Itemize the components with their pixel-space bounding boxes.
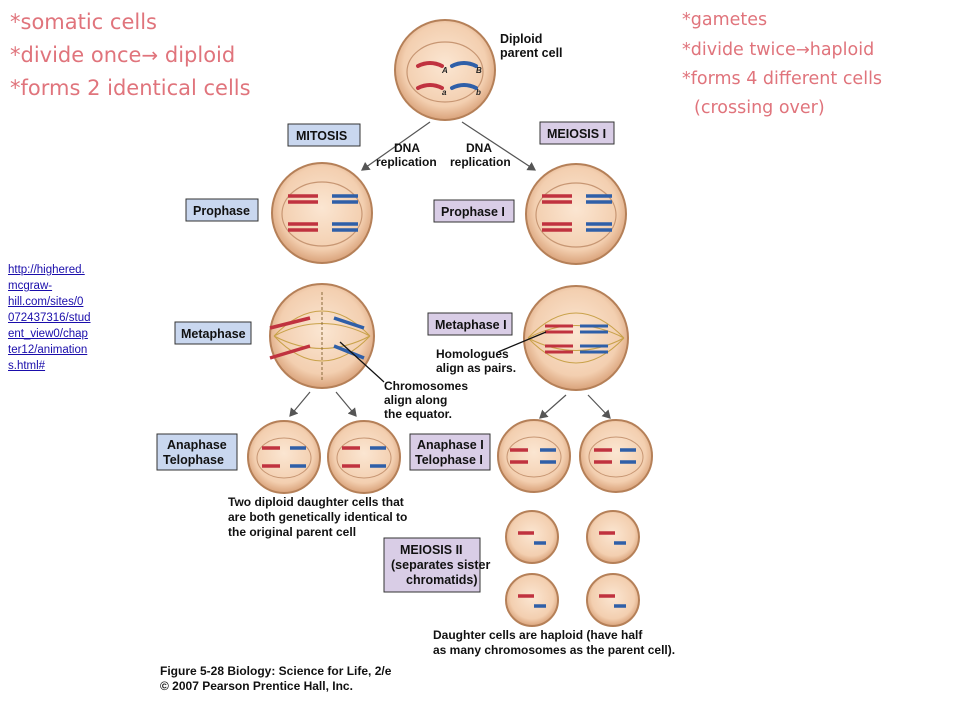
metaphase1-box xyxy=(427,312,513,336)
parent-cell-label: Diploid xyxy=(500,32,542,46)
anaphase-telophase-box xyxy=(156,433,238,471)
right-arrow-icon: → xyxy=(141,43,159,67)
allele-label: a xyxy=(442,88,447,97)
chromosomes-pointer xyxy=(339,341,385,383)
animation-link[interactable]: http://highered. mcgraw- hill.com/sites/… xyxy=(8,264,91,372)
telophase-label: Telophase xyxy=(163,453,224,467)
dna-replication-right: DNA xyxy=(466,141,492,155)
meiosis2-daughter-cell xyxy=(505,573,559,627)
parent-cell-label: parent cell xyxy=(500,46,563,60)
meiosis1-daughter-cell xyxy=(579,419,653,493)
meiosis2-label: MEIOSIS II xyxy=(400,543,463,557)
note-somatic-cells: *somatic cells xyxy=(10,10,157,34)
arrow-to-meiosis xyxy=(461,121,537,171)
allele-label: B xyxy=(476,66,482,75)
prophase1-box xyxy=(433,199,515,223)
metaphase-cell xyxy=(269,283,375,389)
meiosis2-daughter-cell xyxy=(586,573,640,627)
svg-text:the original parent cell: the original parent cell xyxy=(228,525,356,539)
metaphase-box xyxy=(174,321,252,345)
prophase-box xyxy=(185,198,259,222)
metaphase1-label: Metaphase I xyxy=(435,318,507,332)
meiosis2-box xyxy=(383,537,481,593)
dna-replication-left: DNA xyxy=(394,141,420,155)
note-four-different: *forms 4 different cells xyxy=(682,69,883,89)
metaphase1-cell xyxy=(523,285,629,391)
svg-text:as many chromosomes as the par: as many chromosomes as the parent cell). xyxy=(433,643,675,657)
svg-text:are both genetically identical: are both genetically identical to xyxy=(228,510,407,524)
svg-text:replication: replication xyxy=(376,155,437,169)
prophase-label: Prophase xyxy=(193,204,250,218)
mitosis-daughter-cell xyxy=(247,420,321,494)
mitosis-box xyxy=(287,123,361,147)
parent-cell: A a B b xyxy=(394,19,496,121)
mitosis-result-text: Two diploid daughter cells that xyxy=(228,495,404,509)
homologues-text: Homologues xyxy=(436,347,509,361)
note-crossing-over: (crossing over) xyxy=(694,98,825,118)
chromosomes-align-text: Chromosomes xyxy=(384,379,468,393)
meiosis-result-text: Daughter cells are haploid (have half xyxy=(433,628,643,642)
note-divide-once: *divide once→ diploid xyxy=(10,39,251,72)
telophase1-label: Telophase I xyxy=(415,453,483,467)
arrow-to-mitosis xyxy=(361,121,431,171)
prophase-cell xyxy=(271,162,373,264)
note-two-identical: *forms 2 identical cells xyxy=(10,76,251,100)
svg-text:chromatids): chromatids) xyxy=(406,573,478,587)
copyright-text: © 2007 Pearson Prentice Hall, Inc. xyxy=(160,679,353,693)
anaphase1-telophase1-box xyxy=(409,433,491,471)
meiosis1-daughter-cell xyxy=(497,419,571,493)
meiosis-notes: *gametes *divide twice→haploid *forms 4 … xyxy=(682,6,882,123)
metaphase-label: Metaphase xyxy=(181,327,246,341)
prophase1-label: Prophase I xyxy=(441,205,505,219)
right-arrow-icon: → xyxy=(795,40,810,59)
anaphase-label: Anaphase xyxy=(167,438,227,452)
meiosis2-daughter-cell xyxy=(505,510,559,564)
mitosis-notes: *somatic cells *divide once→ diploid *fo… xyxy=(10,6,251,105)
svg-text:replication: replication xyxy=(450,155,511,169)
svg-text:align as pairs.: align as pairs. xyxy=(436,361,516,375)
svg-text:(separates sister: (separates sister xyxy=(391,558,491,572)
mitosis-daughter-cell xyxy=(327,420,401,494)
note-gametes: *gametes xyxy=(682,10,768,30)
meiosis1-box xyxy=(539,121,615,145)
mitosis-label: MITOSIS xyxy=(296,129,347,143)
svg-text:align along: align along xyxy=(384,393,447,407)
allele-label: b xyxy=(476,88,481,97)
meiosis2-daughter-cell xyxy=(586,510,640,564)
meiosis1-label: MEIOSIS I xyxy=(547,127,606,141)
svg-text:the equator.: the equator. xyxy=(384,407,452,421)
prophase1-cell xyxy=(525,163,627,265)
allele-label: A xyxy=(441,66,448,75)
homologues-pointer xyxy=(497,331,547,353)
note-divide-twice: *divide twice→haploid xyxy=(682,35,882,65)
anaphase1-label: Anaphase I xyxy=(417,438,484,452)
figure-caption: Figure 5-28 Biology: Science for Life, 2… xyxy=(160,664,392,678)
